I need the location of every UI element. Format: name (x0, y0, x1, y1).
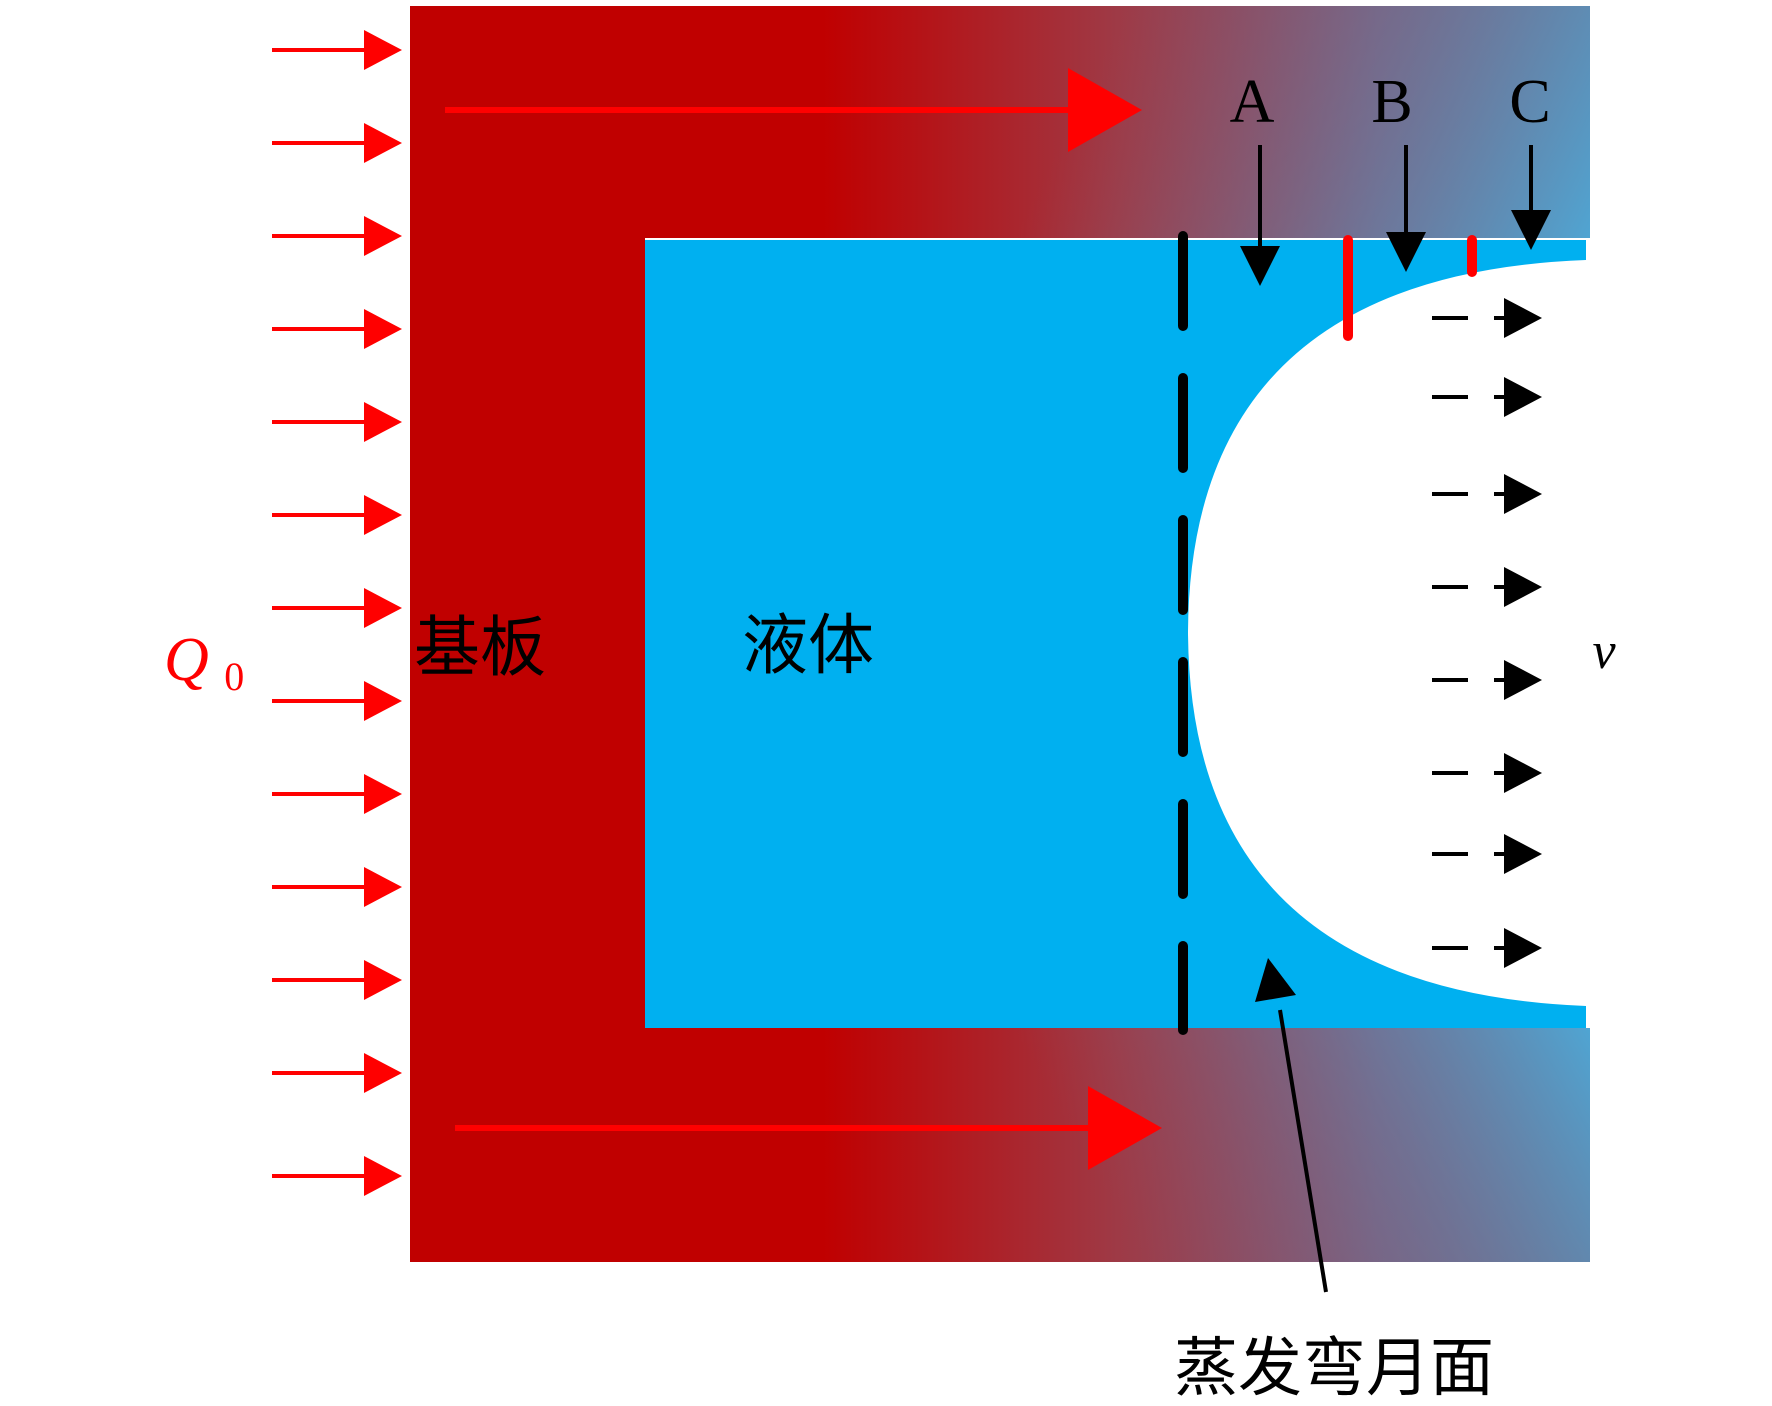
arrow-right-icon (364, 960, 402, 1000)
vapor-arrow (1432, 567, 1542, 607)
heat-arrow (272, 402, 402, 442)
vapor-arrow (1432, 660, 1542, 700)
heat-flux-subscript: 0 (224, 654, 244, 699)
arrow-right-icon (364, 681, 402, 721)
arrow-right-icon (364, 495, 402, 535)
arrow-up-icon (1255, 958, 1296, 1002)
vapor-flow-arrows (1432, 298, 1542, 968)
heat-arrow (272, 216, 402, 256)
heat-arrow (272, 681, 402, 721)
arrow-down-icon (1240, 246, 1280, 286)
arrow-right-icon (364, 1053, 402, 1093)
substrate (410, 6, 1590, 1262)
arrow-right-icon (1504, 834, 1542, 874)
conduction-arrow-bottom (455, 1086, 1162, 1170)
arrow-right-icon (364, 309, 402, 349)
arrow-right-icon (364, 1156, 402, 1196)
arrow-right-icon (1504, 928, 1542, 968)
meniscus-label: 蒸发弯月面 (1174, 1333, 1494, 1404)
heat-arrow (272, 1053, 402, 1093)
arrow-right-icon (1068, 68, 1142, 152)
arrow-right-icon (364, 402, 402, 442)
velocity-label: v (1592, 623, 1616, 680)
vapor-arrow (1432, 753, 1542, 793)
vapor-arrow (1432, 474, 1542, 514)
heat-arrow (272, 1156, 402, 1196)
arrow-down-icon (1386, 232, 1426, 272)
vapor-arrow (1432, 928, 1542, 968)
heat-arrow (272, 588, 402, 628)
arrow-right-icon (1504, 660, 1542, 700)
heat-input-arrows (272, 30, 402, 1196)
heat-flux-symbol: Q (164, 626, 209, 694)
point-b-label: B (1371, 68, 1412, 136)
heat-arrow (272, 123, 402, 163)
vapor-arrow (1432, 377, 1542, 417)
substrate-label: 基板 (414, 612, 546, 685)
arrow-right-icon (1504, 298, 1542, 338)
heat-arrow (272, 30, 402, 70)
vapor-arrow (1432, 834, 1542, 874)
meniscus-pointer-arrow (1255, 958, 1328, 1293)
arrow-right-icon (364, 867, 402, 907)
liquid-label: 液体 (742, 610, 874, 683)
point-a-label: A (1230, 68, 1275, 136)
arrow-right-icon (1088, 1086, 1162, 1170)
arrow-right-icon (364, 123, 402, 163)
arrow-right-icon (1504, 567, 1542, 607)
heat-arrow (272, 867, 402, 907)
heat-arrow (272, 309, 402, 349)
arrow-right-icon (364, 30, 402, 70)
heat-arrow (272, 495, 402, 535)
marker-arrow-a (1240, 145, 1280, 286)
heat-flux-label: Q 0 (164, 626, 244, 699)
arrow-right-icon (364, 774, 402, 814)
arrow-down-icon (1511, 210, 1551, 250)
vapor-arrow (1432, 298, 1542, 338)
point-c-label: C (1509, 68, 1550, 136)
heat-arrow (272, 774, 402, 814)
arrow-right-icon (1504, 377, 1542, 417)
marker-arrow-c (1511, 145, 1551, 250)
arrow-right-icon (364, 588, 402, 628)
heat-arrow (272, 960, 402, 1000)
arrow-right-icon (1504, 753, 1542, 793)
conduction-arrow-top (445, 68, 1142, 152)
marker-arrow-b (1386, 145, 1426, 272)
liquid-region (645, 240, 1586, 1028)
arrow-right-icon (364, 216, 402, 256)
arrow-right-icon (1504, 474, 1542, 514)
